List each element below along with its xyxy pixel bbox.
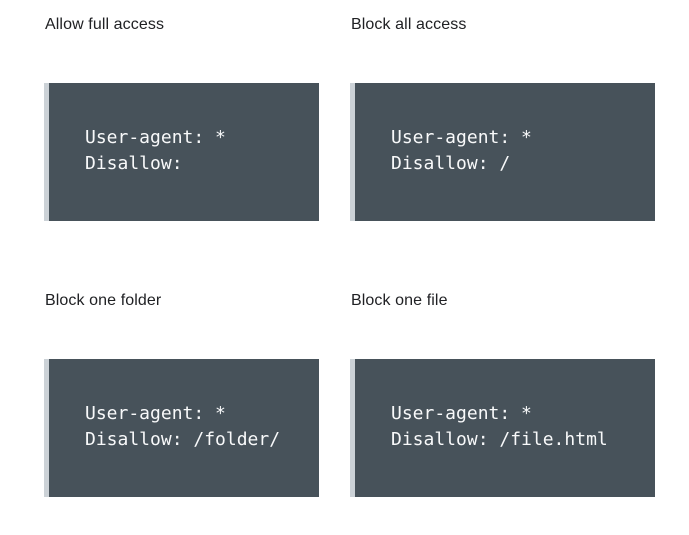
- code-text: User-agent: * Disallow:: [85, 127, 226, 174]
- example-title: Block all access: [351, 16, 467, 33]
- code-block: User-agent: * Disallow: /: [350, 83, 655, 221]
- example-title: Block one file: [351, 292, 448, 309]
- example-card-block-one-folder: Block one folder User-agent: * Disallow:…: [44, 293, 319, 497]
- example-title: Block one folder: [45, 292, 162, 309]
- code-block: User-agent: * Disallow: /file.html: [350, 359, 655, 497]
- code-text: User-agent: * Disallow: /folder/: [85, 403, 281, 450]
- code-text: User-agent: * Disallow: /file.html: [391, 403, 608, 450]
- example-card-block-all-access: Block all access User-agent: * Disallow:…: [350, 17, 655, 221]
- example-title: Allow full access: [45, 16, 165, 33]
- example-card-block-one-file: Block one file User-agent: * Disallow: /…: [350, 293, 655, 497]
- code-block: User-agent: * Disallow: /folder/: [44, 359, 319, 497]
- example-card-allow-full-access: Allow full access User-agent: * Disallow…: [44, 17, 319, 221]
- code-text: User-agent: * Disallow: /: [391, 127, 532, 174]
- examples-grid: Allow full access User-agent: * Disallow…: [44, 17, 655, 497]
- code-block: User-agent: * Disallow:: [44, 83, 319, 221]
